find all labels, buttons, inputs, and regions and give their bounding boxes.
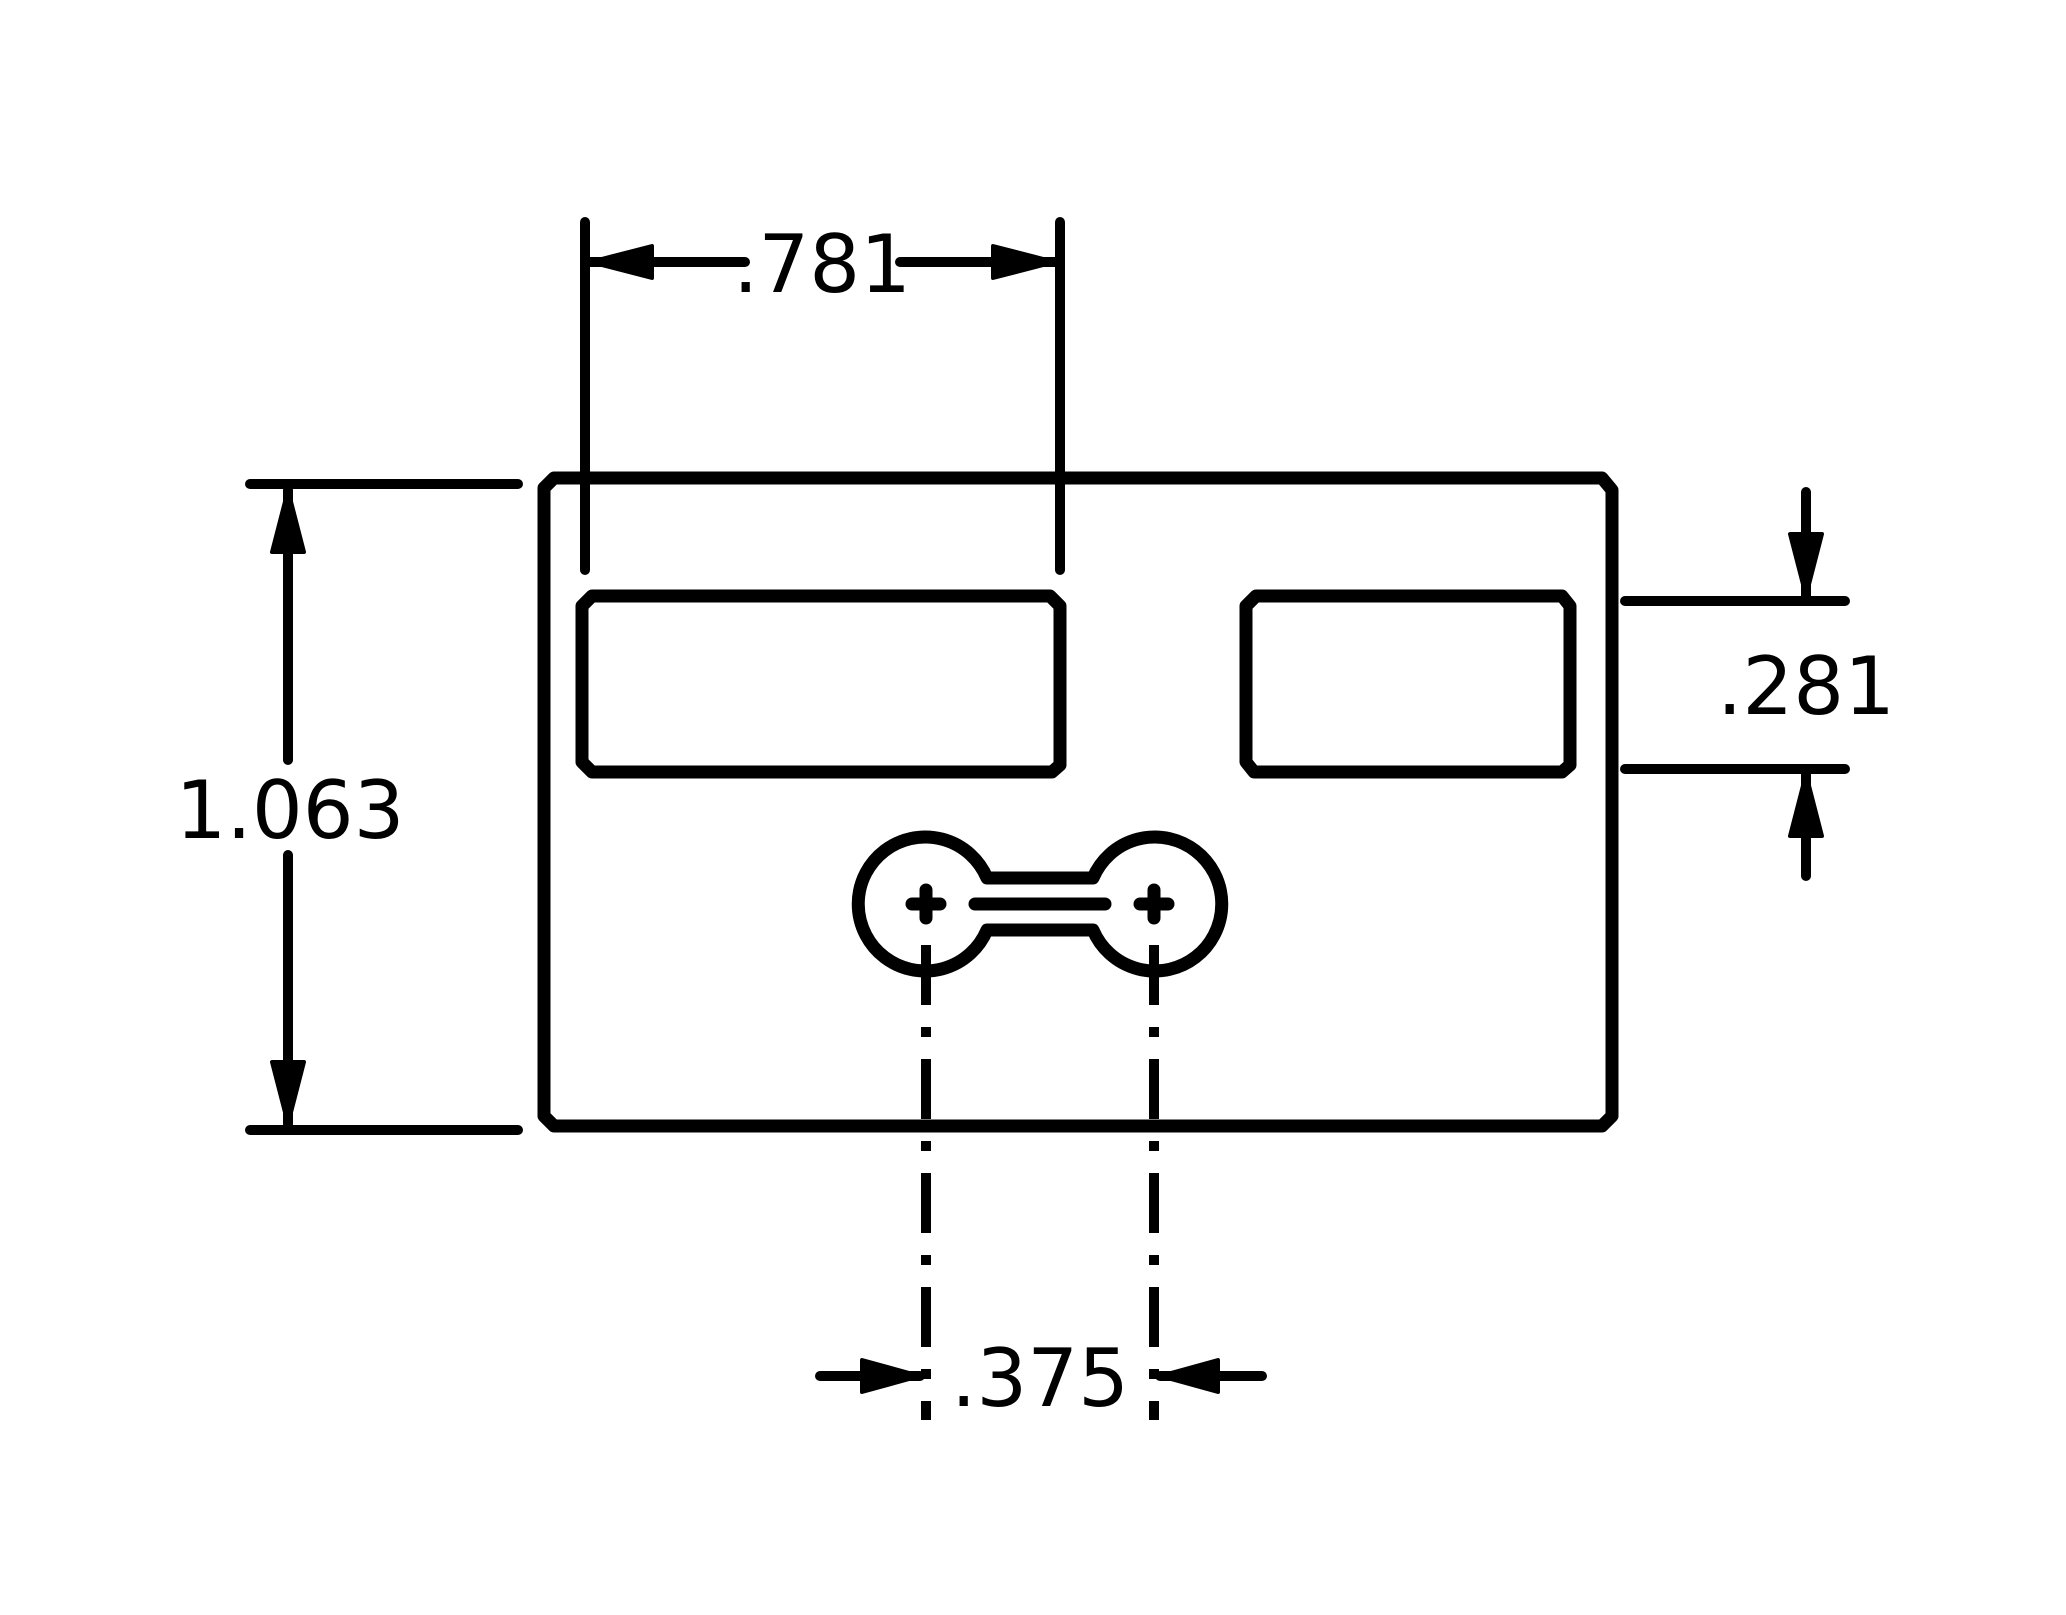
dimension-overall-height xyxy=(245,479,523,1135)
body-outline xyxy=(537,471,1619,1133)
left-window xyxy=(575,589,1067,779)
dimension-pin-spacing xyxy=(815,1358,1267,1394)
right-window xyxy=(1239,589,1577,779)
right-pin-cross xyxy=(1133,883,1175,925)
dimension-slot-height-label: .281 xyxy=(1717,640,1895,733)
dimension-top-width-label: .781 xyxy=(733,218,911,311)
dimension-pin-spacing-label: .375 xyxy=(951,1332,1129,1425)
dimension-slot-height xyxy=(1620,487,1850,881)
dimension-overall-height-label: 1.063 xyxy=(175,764,404,857)
dumbbell-slot xyxy=(851,830,1229,978)
left-pin-cross xyxy=(905,883,947,925)
dimension-top-width xyxy=(580,217,1065,575)
